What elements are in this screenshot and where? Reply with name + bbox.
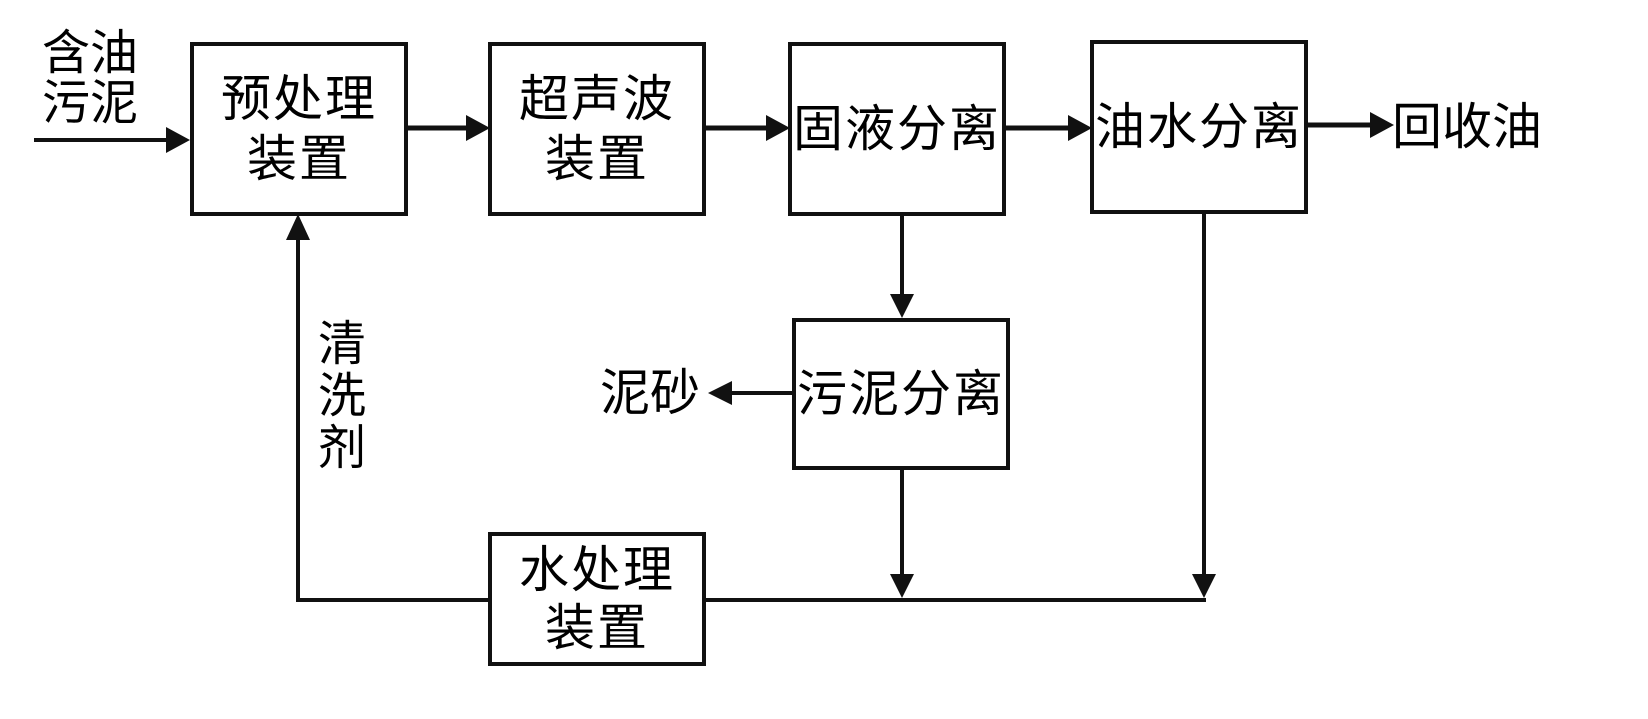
arrow-oil-water-to-water-line xyxy=(1192,212,1216,598)
arrow-water-treatment-to-pretreatment xyxy=(286,214,490,602)
arrow-oil-water-to-recovered-oil xyxy=(1306,112,1394,138)
pretreatment-label-line1: 预处理 xyxy=(221,70,377,128)
arrow-sludge-separation-to-mud-sand xyxy=(708,381,792,405)
input-label-line1: 含油 xyxy=(42,25,139,81)
oil-water-label: 油水分离 xyxy=(1095,98,1303,156)
water-treatment-label-line2: 装置 xyxy=(545,599,649,657)
cleaning-agent-label: 清 洗 剂 xyxy=(318,318,366,474)
solid-liquid-label: 固液分离 xyxy=(793,100,1001,158)
mud-sand-label: 泥砂 xyxy=(600,364,700,422)
water-treatment-label-line1: 水处理 xyxy=(519,541,675,599)
recovered-oil-label: 回收油 xyxy=(1392,98,1542,156)
ultrasonic-label-line1: 超声波 xyxy=(519,70,675,128)
ultrasonic-box: 超声波 装置 xyxy=(488,42,706,216)
arrow-sludge-separation-to-water-line xyxy=(890,468,914,598)
arrow-ultrasonic-to-solid-liquid xyxy=(704,115,790,141)
input-label-oily-sludge: 含油 污泥 xyxy=(42,28,138,128)
arrow-input-to-pretreatment xyxy=(34,127,190,153)
arrow-pretreatment-to-ultrasonic xyxy=(406,115,490,141)
arrow-solid-liquid-to-oil-water xyxy=(1004,115,1092,141)
pretreatment-label-line2: 装置 xyxy=(247,130,351,188)
pretreatment-box: 预处理 装置 xyxy=(190,42,408,216)
input-label-line2: 污泥 xyxy=(42,75,139,131)
cleaning-agent-char-1: 清 xyxy=(318,316,367,372)
cleaning-agent-char-2: 洗 xyxy=(318,368,367,424)
sludge-separation-box: 污泥分离 xyxy=(792,318,1010,470)
sludge-separation-label: 污泥分离 xyxy=(797,365,1005,423)
water-treatment-box: 水处理 装置 xyxy=(488,532,706,666)
arrow-solid-liquid-to-sludge-separation xyxy=(890,214,914,318)
solid-liquid-separation-box: 固液分离 xyxy=(788,42,1006,216)
oil-water-separation-box: 油水分离 xyxy=(1090,40,1308,214)
ultrasonic-label-line2: 装置 xyxy=(545,130,649,188)
cleaning-agent-char-3: 剂 xyxy=(318,420,367,476)
